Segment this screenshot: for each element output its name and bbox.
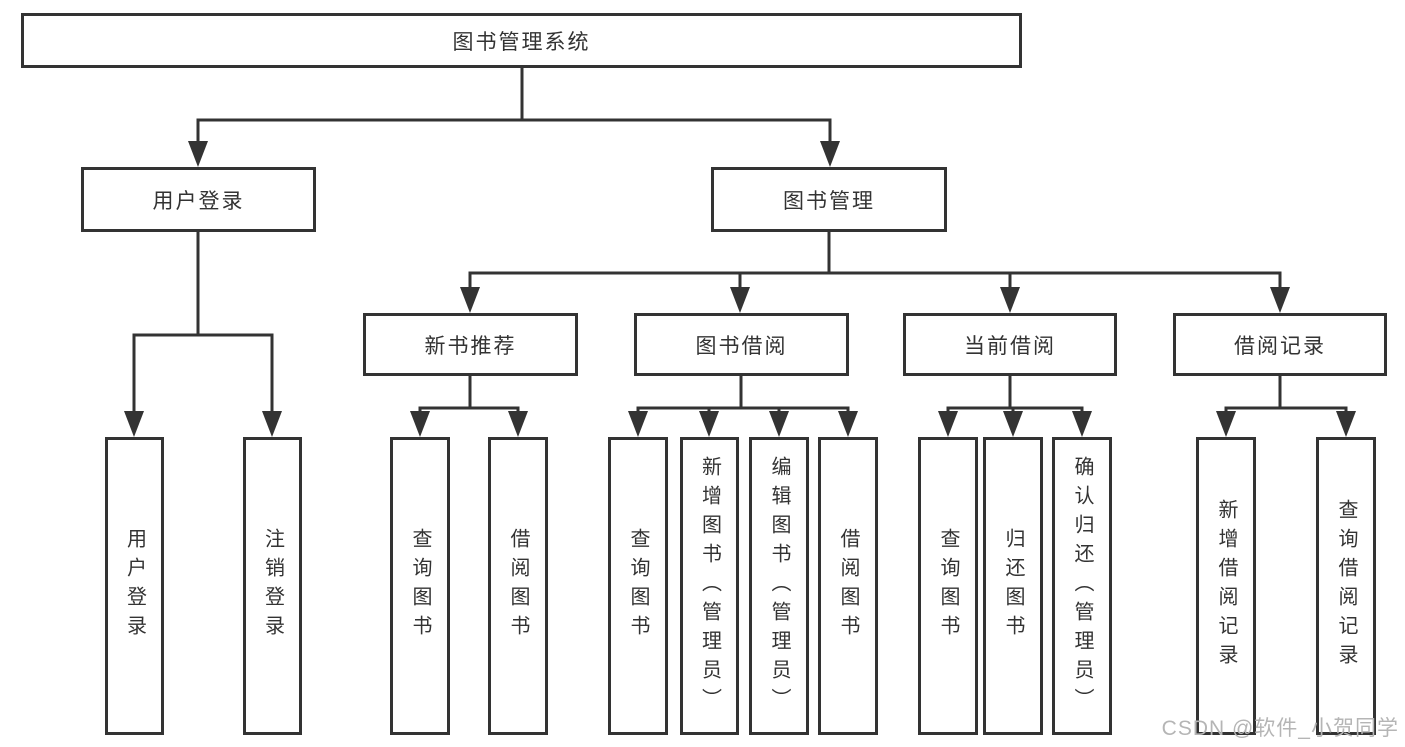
leaf-newbook-borrow-books: 借阅图书: [488, 437, 548, 735]
csdn-watermark: CSDN @软件_小贺同学: [1161, 717, 1399, 740]
node-new-book-recommend-label: 新书推荐: [424, 334, 517, 358]
leaf-newbook-query-books: 查询图书: [390, 437, 450, 735]
leaf-current-confirm-return-admin: 确认归还（管理员）: [1052, 437, 1112, 735]
leaf-logout: 注销登录: [243, 437, 302, 735]
leaf-borrow-borrow-books: 借阅图书: [818, 437, 878, 735]
connector-root-to-level2: [188, 66, 840, 167]
connector-book-management-to-level3: [460, 230, 1290, 313]
node-user-login: 用户登录: [81, 167, 316, 232]
connector-new-book-to-leaves: [410, 374, 528, 437]
node-book-borrow-label: 图书借阅: [695, 334, 788, 358]
leaf-newbook-borrow-books-label: 借阅图书: [507, 528, 529, 644]
node-root-label: 图书管理系统: [452, 30, 591, 54]
leaf-records-query-record-label: 查询借阅记录: [1335, 499, 1357, 673]
leaf-borrow-query-books-label: 查询图书: [627, 528, 649, 644]
leaf-current-query-books: 查询图书: [918, 437, 978, 735]
leaf-records-add-record-label: 新增借阅记录: [1215, 499, 1237, 673]
node-book-management-label: 图书管理: [783, 189, 875, 213]
leaf-records-query-record: 查询借阅记录: [1316, 437, 1376, 735]
leaf-records-add-record: 新增借阅记录: [1196, 437, 1256, 735]
connector-current-borrow-to-leaves: [938, 374, 1092, 437]
leaf-borrow-add-books-admin-label: 新增图书（管理员）: [698, 455, 721, 717]
leaf-borrow-edit-books-admin-label: 编辑图书（管理员）: [768, 455, 790, 717]
leaf-user-login-label: 用户登录: [123, 528, 146, 644]
node-borrow-records: 借阅记录: [1173, 313, 1387, 376]
leaf-current-confirm-return-admin-label: 确认归还（管理员）: [1071, 455, 1093, 717]
connector-book-borrow-to-leaves: [628, 374, 858, 437]
node-new-book-recommend: 新书推荐: [363, 313, 578, 376]
leaf-newbook-query-books-label: 查询图书: [409, 528, 431, 644]
leaf-current-query-books-label: 查询图书: [937, 528, 959, 644]
leaf-current-return-books-label: 归还图书: [1002, 528, 1024, 644]
leaf-logout-label: 注销登录: [261, 528, 284, 644]
node-book-management: 图书管理: [711, 167, 947, 232]
leaf-borrow-query-books: 查询图书: [608, 437, 668, 735]
node-borrow-records-label: 借阅记录: [1234, 334, 1326, 358]
leaf-current-return-books: 归还图书: [983, 437, 1043, 735]
node-current-borrow: 当前借阅: [903, 313, 1117, 376]
node-user-login-label: 用户登录: [152, 189, 245, 213]
node-book-borrow: 图书借阅: [634, 313, 849, 376]
leaf-borrow-add-books-admin: 新增图书（管理员）: [680, 437, 739, 735]
leaf-borrow-borrow-books-label: 借阅图书: [837, 528, 859, 644]
connector-borrow-records-to-leaves: [1216, 374, 1356, 437]
node-root: 图书管理系统: [21, 13, 1022, 68]
node-current-borrow-label: 当前借阅: [964, 334, 1056, 358]
leaf-user-login: 用户登录: [105, 437, 164, 735]
connector-user-login-to-leaves: [124, 230, 282, 437]
leaf-borrow-edit-books-admin: 编辑图书（管理员）: [749, 437, 809, 735]
